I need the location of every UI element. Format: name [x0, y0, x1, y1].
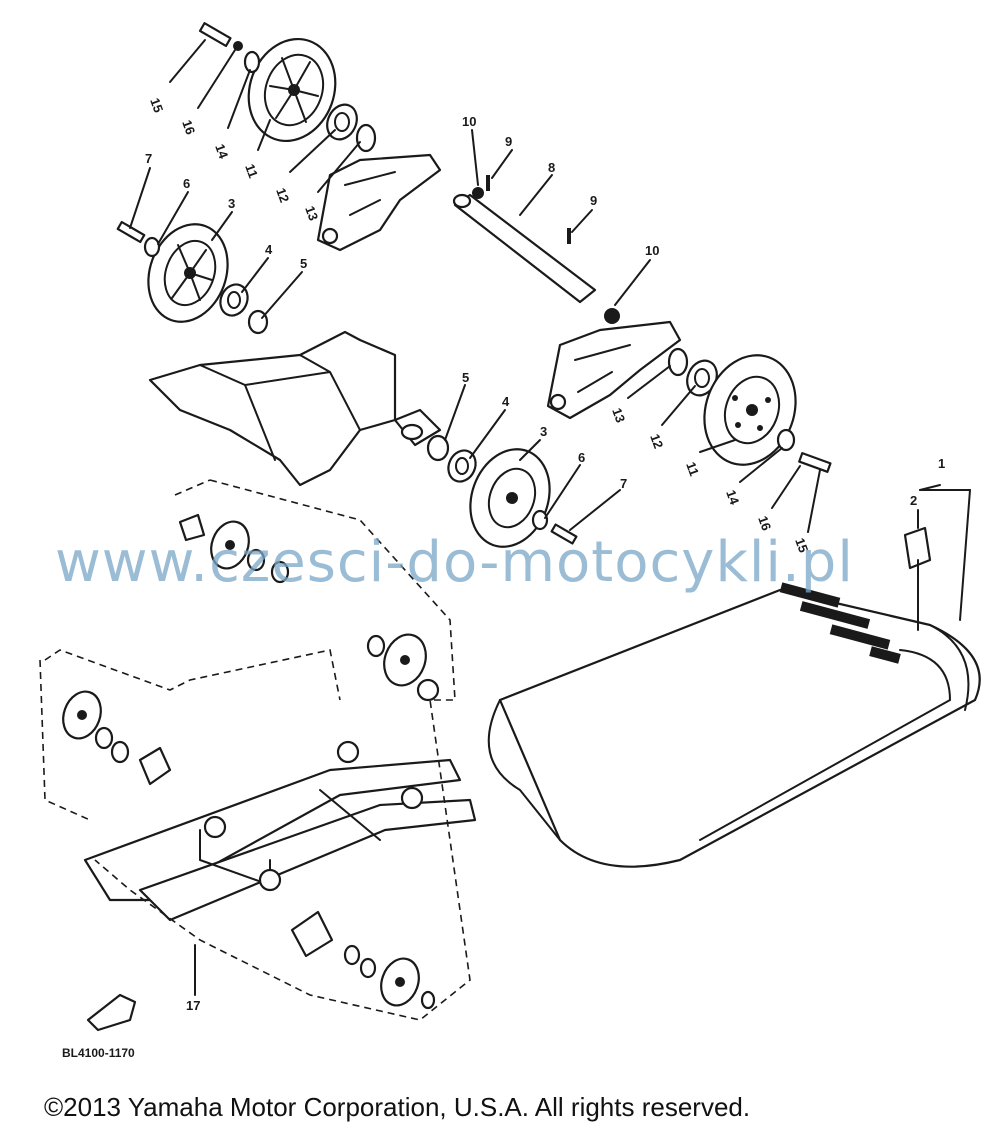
callout-1: 1 [938, 456, 945, 471]
callout-5-left: 5 [300, 256, 307, 271]
idler-wheel-3-right [469, 448, 578, 548]
drive-track [487, 582, 981, 868]
reference-icon [86, 993, 137, 1032]
callout-6-left: 6 [183, 176, 190, 191]
track-lugs [779, 582, 901, 664]
bracket-2 [903, 526, 932, 631]
callout-3-right: 3 [540, 424, 547, 439]
callout-3-left: 3 [228, 196, 235, 211]
callout-12-top: 12 [273, 186, 292, 205]
wheel-parts-lower-right [290, 910, 436, 1010]
upper-idler-wheel-left [247, 37, 337, 143]
bolt-15-top [198, 22, 261, 74]
idler-wheel-3-left [116, 220, 229, 323]
callout-16-top: 16 [179, 118, 198, 137]
callout-14-top: 14 [212, 142, 231, 161]
idler-wheel-11-right [703, 354, 832, 473]
wheel-parts-mid [178, 513, 440, 702]
callout-7-left: 7 [145, 151, 152, 166]
callout-13-top: 13 [302, 204, 321, 223]
callout-10-top: 10 [462, 114, 476, 129]
shaft-8 [452, 175, 620, 324]
callout-11-right: 11 [683, 460, 702, 478]
callout-13-right: 13 [609, 406, 628, 425]
suspension-frame [148, 330, 442, 487]
leader-lines [129, 39, 971, 996]
bearing-5-4-right [426, 434, 477, 483]
callout-15-top: 15 [147, 96, 166, 115]
copyright-notice: ©2013 Yamaha Motor Corporation, U.S.A. A… [44, 1092, 751, 1122]
catalog-code: BL4100-1170 [62, 1046, 135, 1060]
callout-5-right: 5 [462, 370, 469, 385]
callout-7-right: 7 [620, 476, 627, 491]
callout-16-right: 16 [755, 514, 774, 533]
callout-12-right: 12 [647, 432, 666, 451]
callout-6-right: 6 [578, 450, 585, 465]
watermark-text: www.czesci-do-motocykli.pl [55, 530, 854, 595]
group-outline-17 [39, 479, 471, 1021]
callout-15-right: 15 [792, 536, 811, 555]
callout-14-right: 14 [723, 488, 742, 507]
callout-9-top: 9 [505, 134, 512, 149]
callout-4-right: 4 [502, 394, 510, 409]
callout-4-left: 4 [265, 242, 273, 257]
suspension-arm-upper-right [546, 320, 682, 420]
suspension-arm-upper-left [316, 153, 442, 252]
slide-rail-assembly [83, 740, 477, 922]
callout-8: 8 [548, 160, 555, 175]
callout-17: 17 [186, 998, 200, 1013]
wheel-parts-lower-left [62, 690, 172, 786]
callout-labels: 15 16 14 11 12 13 10 9 8 9 7 6 3 4 5 10 … [145, 96, 945, 1013]
callout-9-lower: 9 [590, 193, 597, 208]
callout-2: 2 [910, 493, 917, 508]
callout-10-lower: 10 [645, 243, 659, 258]
callout-11-top: 11 [242, 162, 261, 180]
